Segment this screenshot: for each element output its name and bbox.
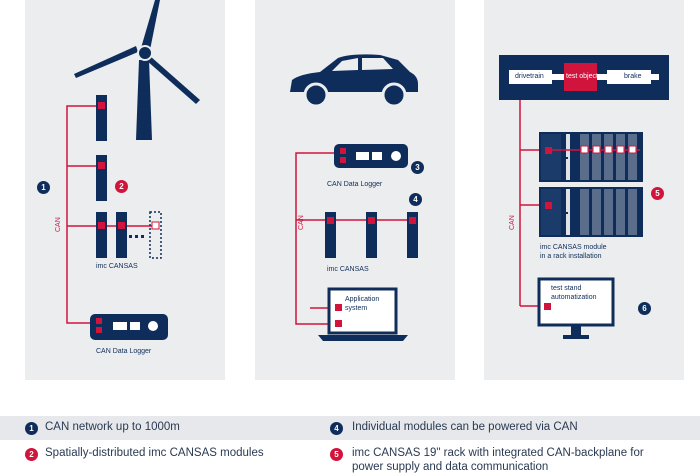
legend-text-2: Spatially-distributed imc CANSAS modules bbox=[45, 447, 264, 459]
legend-text-5-cont: power supply and data communication bbox=[352, 461, 549, 473]
cansas-rack-1 bbox=[539, 132, 643, 182]
badge-1: 1 bbox=[37, 181, 50, 194]
app-label-2: system bbox=[345, 305, 368, 312]
legend-badge-5: 5 bbox=[330, 448, 343, 461]
app-label-1: Application bbox=[345, 296, 380, 303]
cansas-module-2 bbox=[96, 155, 107, 201]
logger-label-1: CAN Data Logger bbox=[96, 348, 152, 355]
logger-label-2: CAN Data Logger bbox=[327, 181, 383, 188]
rack-label-1: imc CANSAS module bbox=[540, 244, 607, 251]
cansas-module-row bbox=[96, 211, 162, 259]
legend-text-1: CAN network up to 1000m bbox=[45, 421, 180, 433]
automation-monitor-icon bbox=[537, 277, 615, 339]
wind-turbine-icon bbox=[74, 0, 200, 140]
legend-badge-2: 2 bbox=[25, 448, 38, 461]
can-label-2: CAN bbox=[298, 215, 305, 230]
laptop-icon bbox=[318, 287, 408, 341]
rack-label-2: in a rack installation bbox=[540, 253, 602, 260]
can-data-logger-1 bbox=[90, 314, 168, 340]
can-label-3: CAN bbox=[509, 215, 516, 230]
cansas-modules-2 bbox=[325, 212, 418, 258]
legend-badge-1: 1 bbox=[25, 422, 38, 435]
can-label-1: CAN bbox=[55, 217, 62, 232]
cansas-rack-2 bbox=[539, 187, 643, 237]
badge-6: 6 bbox=[638, 302, 651, 315]
badge-4: 4 bbox=[409, 193, 422, 206]
cansas-module-1 bbox=[96, 95, 107, 141]
badge-2: 2 bbox=[115, 180, 128, 193]
car-icon bbox=[290, 54, 418, 108]
badge-5: 5 bbox=[651, 187, 664, 200]
drivetrain-label: drivetrain bbox=[515, 73, 544, 80]
legend-text-4: Individual modules can be powered via CA… bbox=[352, 421, 578, 433]
test-stand-bench bbox=[499, 55, 669, 100]
stand-label-1: test stand bbox=[551, 285, 582, 292]
legend-badge-4: 4 bbox=[330, 422, 343, 435]
legend-row-1: 1 CAN network up to 1000m 4 Individual m… bbox=[0, 416, 700, 440]
brake-label: brake bbox=[624, 73, 642, 80]
badge-3: 3 bbox=[411, 161, 424, 174]
can-data-logger-2 bbox=[334, 144, 408, 168]
cansas-label-1: imc CANSAS bbox=[96, 263, 138, 270]
test-object-label: test object bbox=[566, 73, 598, 80]
legend-row-2: 2 Spatially-distributed imc CANSAS modul… bbox=[0, 442, 700, 473]
legend-text-5: imc CANSAS 19" rack with integrated CAN-… bbox=[352, 447, 644, 459]
stand-label-2: automatization bbox=[551, 294, 597, 301]
cansas-label-2: imc CANSAS bbox=[327, 266, 369, 273]
